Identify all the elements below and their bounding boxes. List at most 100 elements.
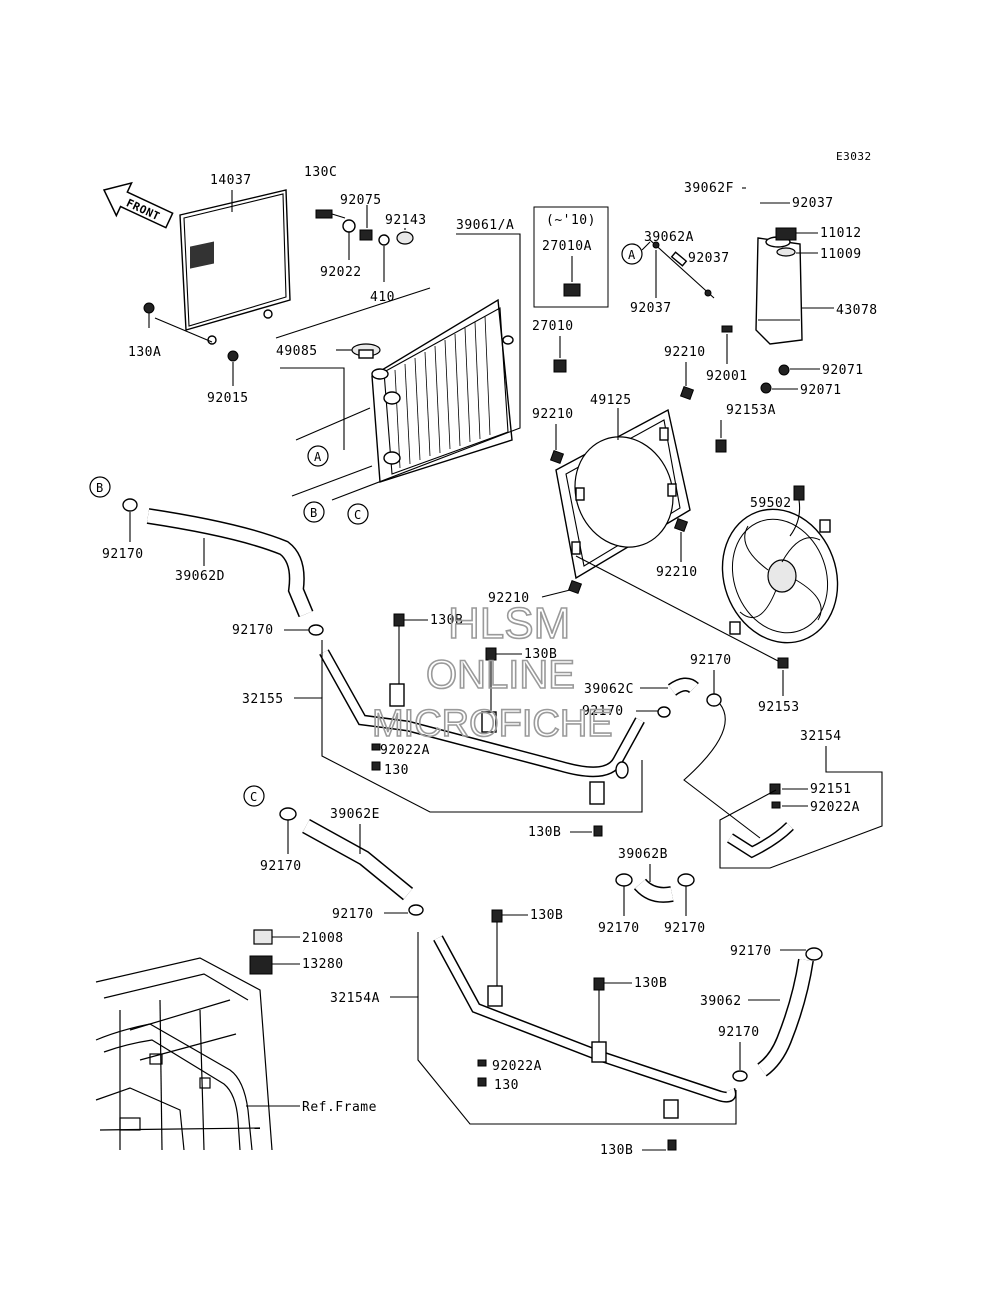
label-39062d: 39062D: [175, 569, 225, 584]
bracket-13280-icon: [249, 955, 273, 975]
label-130b-1: 130B: [430, 613, 463, 628]
hardware-stack: [315, 205, 414, 282]
label-92170-e: 92170: [260, 859, 302, 874]
bracket-21008-icon: [253, 929, 273, 945]
callout-b-radiator: B: [303, 501, 325, 523]
diagram-code: E3032: [836, 150, 872, 163]
label-39062f: 39062F: [684, 181, 734, 196]
label-130a: 130A: [128, 345, 161, 360]
overflow-hose: [649, 239, 715, 299]
label-27010: 27010: [532, 319, 574, 334]
label-92153a: 92153A: [726, 403, 776, 418]
label-14037: 14037: [210, 173, 252, 188]
label-130b-5: 130B: [634, 976, 667, 991]
hose-39062d: [147, 509, 312, 617]
label-92022a-2: 92022A: [810, 800, 860, 815]
pipe-assembly-32155: [319, 613, 645, 837]
label-92210-left: 92210: [532, 407, 574, 422]
svg-text:B: B: [96, 481, 103, 495]
label-92210-bottom: 92210: [488, 591, 530, 606]
label-39062e: 39062E: [330, 807, 380, 822]
radiator-screen: [179, 189, 291, 345]
pipe-assembly-32154a: [433, 909, 748, 1151]
fan-shroud: [549, 385, 727, 595]
callout-a-hose: A: [621, 243, 643, 265]
variant-range: (~'10): [546, 213, 596, 228]
reservoir-tank: [721, 178, 803, 394]
radiator: [371, 298, 514, 483]
label-92170-g: 92170: [664, 921, 706, 936]
label-92075: 92075: [340, 193, 382, 208]
clamp-92170-c-icon: [657, 693, 722, 718]
clamp-92170-i-icon: [805, 947, 823, 961]
bolt-130a-icon: [143, 302, 213, 343]
svg-text:ONLINE: ONLINE: [426, 653, 575, 697]
hose-39062e: [302, 820, 413, 900]
label-49125: 49125: [590, 393, 632, 408]
clamp-92170-h-icon: [408, 904, 424, 916]
grommet-92015-icon: [227, 350, 239, 386]
label-92170-f: 92170: [598, 921, 640, 936]
label-92037-top: 92037: [792, 196, 834, 211]
label-92170-h: 92170: [332, 907, 374, 922]
callout-b-hose: B: [89, 476, 111, 498]
label-59502: 59502: [750, 496, 792, 511]
svg-text:A: A: [628, 248, 636, 262]
label-ref-frame: Ref.Frame: [302, 1100, 377, 1115]
label-130-2: 130: [494, 1078, 519, 1093]
label-92210-right: 92210: [656, 565, 698, 580]
watermark: HLSM ONLINE MICROFICHE: [371, 598, 613, 746]
frame: [95, 957, 273, 1151]
label-92015: 92015: [207, 391, 249, 406]
fan-switch-27010-icon: [553, 359, 567, 373]
svg-text:MICROFICHE: MICROFICHE: [372, 703, 613, 745]
label-27010a: 27010A: [542, 239, 592, 254]
label-92071-b: 92071: [800, 383, 842, 398]
label-13280: 13280: [302, 957, 344, 972]
label-39061a: 39061/A: [456, 218, 514, 233]
label-92210-top: 92210: [664, 345, 706, 360]
label-92037-low: 92037: [630, 301, 672, 316]
label-410: 410: [370, 290, 395, 305]
label-92022a-3: 92022A: [492, 1059, 542, 1074]
label-92170-j: 92170: [718, 1025, 760, 1040]
svg-text:HLSM: HLSM: [448, 599, 570, 648]
label-43078: 43078: [836, 303, 878, 318]
label-130c: 130C: [304, 165, 337, 180]
label-32154: 32154: [800, 729, 842, 744]
label-130b-6: 130B: [600, 1143, 633, 1158]
label-92153: 92153: [758, 700, 800, 715]
label-92170-pipe: 92170: [232, 623, 274, 638]
label-92170-d: 92170: [690, 653, 732, 668]
label-92022a-1: 92022A: [380, 743, 430, 758]
radiator-cap-icon: [351, 343, 381, 359]
label-21008: 21008: [302, 931, 344, 946]
hose-39062c: [667, 677, 699, 696]
callout-c-radiator: C: [347, 503, 369, 525]
svg-text:B: B: [310, 506, 317, 520]
label-49085: 49085: [276, 344, 318, 359]
label-92170-b: 92170: [102, 547, 144, 562]
front-arrow-icon: FRONT: [102, 181, 174, 229]
label-39062: 39062: [700, 994, 742, 1009]
cooling-fan: [721, 485, 839, 644]
label-92170-c: 92170: [582, 704, 624, 719]
label-92151: 92151: [810, 782, 852, 797]
label-92022: 92022: [320, 265, 362, 280]
callout-c-hose: C: [243, 785, 265, 807]
label-130b-2: 130B: [524, 647, 557, 662]
clamp-92170-pipe-icon: [308, 624, 324, 636]
svg-text:C: C: [354, 508, 361, 522]
svg-text:C: C: [250, 790, 257, 804]
pipe-assembly-32154: [727, 783, 794, 859]
label-39062c: 39062C: [584, 682, 634, 697]
label-11012: 11012: [820, 226, 862, 241]
svg-text:A: A: [314, 450, 322, 464]
label-11009: 11009: [820, 247, 862, 262]
label-39062b: 39062B: [618, 847, 668, 862]
label-130b-3: 130B: [528, 825, 561, 840]
label-92170-i: 92170: [730, 944, 772, 959]
label-32155: 32155: [242, 692, 284, 707]
label-32154a: 32154A: [330, 991, 380, 1006]
